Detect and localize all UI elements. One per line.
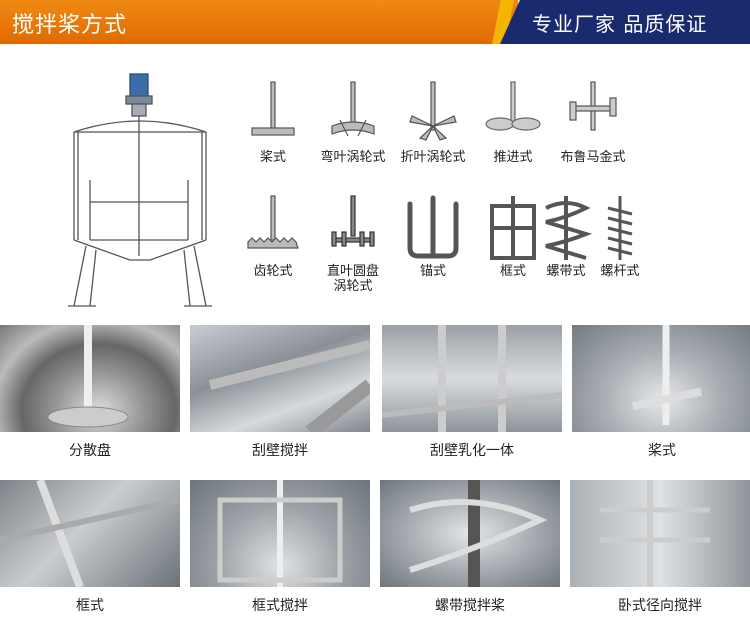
photo-card: 桨式 xyxy=(572,325,750,460)
agitator-anchor: 锚式 xyxy=(388,194,478,279)
screw-impeller-icon xyxy=(607,196,633,260)
pitched-blade-turbine-icon xyxy=(409,81,457,141)
agitator-brumagin: 布鲁马金式 xyxy=(548,80,638,165)
photo-caption: 螺带搅拌桨 xyxy=(435,598,505,614)
photo-card: 刮壁搅拌 xyxy=(190,325,370,460)
photo-card: 框式搅拌 xyxy=(190,480,370,615)
agitator-propeller: 推进式 xyxy=(468,80,558,165)
mixing-tank-drawing xyxy=(68,73,212,307)
photo-card: 分散盘 xyxy=(0,325,180,460)
frame-stirring-photo xyxy=(190,480,370,587)
wall-scraping-photo xyxy=(190,325,370,432)
agitator-label: 折叶涡轮式 xyxy=(400,150,466,165)
frame-photo xyxy=(0,480,180,587)
photo-card: 框式 xyxy=(0,480,180,615)
agitator-pitched-turbine: 折叶涡轮式 xyxy=(388,80,478,165)
agitator-label: 推进式 xyxy=(493,150,533,165)
photo-card: 螺带搅拌桨 xyxy=(380,480,560,615)
agitator-label: 弯叶涡轮式 xyxy=(320,150,386,165)
agitator-label: 布鲁马金式 xyxy=(560,150,626,165)
agitator-screw: 螺杆式 xyxy=(590,194,650,279)
header-bar: 搅拌桨方式 专业厂家 品质保证 xyxy=(0,0,750,44)
agitator-label-line2: 涡轮式 xyxy=(333,279,373,294)
anchor-impeller-icon xyxy=(407,195,459,259)
agitator-label: 直叶圆盘 xyxy=(326,264,379,279)
agitator-label: 框式 xyxy=(499,264,526,279)
agitator-label: 锚式 xyxy=(419,264,446,279)
ribbon-paddle-photo xyxy=(380,480,560,587)
agitator-curved-turbine: 弯叶涡轮式 xyxy=(308,80,398,165)
disc-turbine-icon xyxy=(331,195,375,247)
dispersion-disc-photo xyxy=(0,325,180,432)
photo-card: 刮壁乳化一体 xyxy=(382,325,562,460)
scraping-emulsifying-photo xyxy=(382,325,562,432)
photo-caption: 框式搅拌 xyxy=(252,598,308,614)
frame-impeller-icon xyxy=(490,196,536,260)
slogan: 专业厂家 品质保证 xyxy=(532,12,708,36)
agitator-frame: 框式 xyxy=(468,194,558,279)
agitator-label: 桨式 xyxy=(259,150,286,165)
toothed-disc-icon xyxy=(247,195,299,249)
photo-card: 卧式径向搅拌 xyxy=(570,480,750,615)
header-navy-band xyxy=(500,0,750,44)
agitator-label: 齿轮式 xyxy=(253,264,293,279)
agitator-helical-ribbon: 螺带式 xyxy=(536,194,596,279)
photo-caption: 分散盘 xyxy=(69,443,111,459)
curved-blade-turbine-icon xyxy=(331,81,375,137)
agitator-disc-turbine: 直叶圆盘 涡轮式 xyxy=(308,194,398,294)
helical-ribbon-icon xyxy=(545,196,593,260)
brumagin-impeller-icon xyxy=(569,81,617,131)
propeller-icon xyxy=(485,81,541,131)
agitator-label: 螺带式 xyxy=(546,264,586,279)
photo-caption: 框式 xyxy=(76,598,104,614)
paddle-photo xyxy=(572,325,750,432)
photo-caption: 刮壁搅拌 xyxy=(252,443,308,459)
paddle-impeller-icon xyxy=(251,81,295,136)
agitator-paddle: 桨式 xyxy=(228,80,318,165)
horizontal-radial-photo xyxy=(570,480,750,587)
agitator-label: 螺杆式 xyxy=(600,264,640,279)
photo-caption: 刮壁乳化一体 xyxy=(430,443,514,459)
photo-caption: 卧式径向搅拌 xyxy=(618,598,702,614)
section-title: 搅拌桨方式 xyxy=(12,13,128,38)
agitator-toothed-disc: 齿轮式 xyxy=(228,194,318,279)
photo-caption: 桨式 xyxy=(648,443,676,459)
header-orange-band xyxy=(0,0,518,44)
